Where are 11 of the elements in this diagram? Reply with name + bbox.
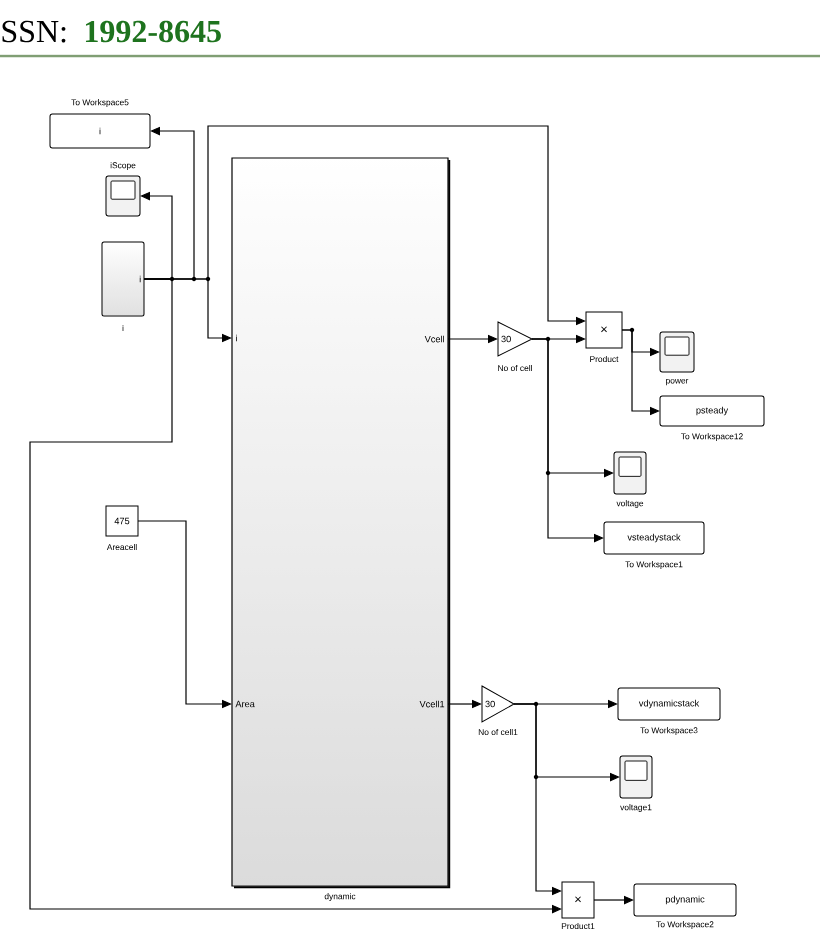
signal-arrow: [531, 338, 604, 543]
signal-arrow: [593, 895, 634, 905]
issn-number: 1992-8645: [85, 20, 221, 43]
signal-arrow: [621, 329, 660, 416]
header-label: SSN:: [2, 20, 66, 43]
signal-arrow: [513, 703, 562, 896]
signal-arrow: [140, 191, 173, 280]
signal-arrow: [447, 699, 482, 709]
signal-arrow: [137, 520, 232, 709]
signal-arrow: [29, 278, 562, 914]
signal-arrow: [447, 334, 498, 344]
